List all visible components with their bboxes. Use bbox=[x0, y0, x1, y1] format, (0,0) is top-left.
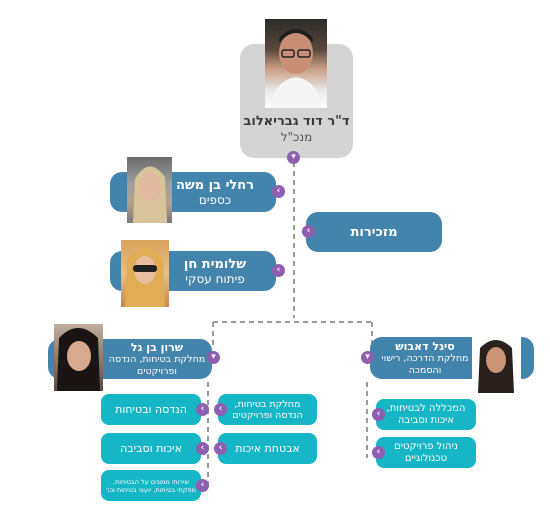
unit-safety-engineering-dept-label: מחלקת בטיחות, הנדסה ופרויקטים bbox=[232, 398, 303, 421]
dept-safety-name: שרון בן גל bbox=[130, 340, 184, 354]
unit-safety-engineering-dept[interactable]: מחלקת בטיחות, הנדסה ופרויקטים bbox=[218, 394, 317, 425]
unit-quality-environment[interactable]: איכות וסביבה bbox=[101, 433, 201, 464]
unit-college-label: המכללה לבטיחות, איכות וסביבה bbox=[386, 402, 466, 426]
unit-engineering-safety-label: הנדסה ובטיחות bbox=[115, 403, 187, 416]
unit-college[interactable]: המכללה לבטיחות, איכות וסביבה bbox=[376, 399, 476, 430]
unit-safety-services[interactable]: שירותי ממונים על הבטיחות, מפקחי בטיחות, … bbox=[101, 470, 201, 501]
dept-training-photo bbox=[472, 330, 521, 393]
unit-safety-services-label: שירותי ממונים על הבטיחות, מפקחי בטיחות, … bbox=[106, 477, 196, 494]
dept-safety-chevron-down-icon[interactable]: ▾ bbox=[207, 351, 220, 364]
unit-tech-projects-label: ניהול פרויקטים טכנולוגיים bbox=[394, 440, 458, 464]
dept-training-chevron-down-icon[interactable]: ▾ bbox=[361, 351, 374, 364]
unit-engineering-safety-chevron-left-icon[interactable]: ‹ bbox=[196, 403, 209, 416]
person-finance-role: כספים bbox=[198, 192, 232, 207]
secretariat-card[interactable]: מזכירות bbox=[306, 212, 442, 252]
person-finance-name: רחלי בן משה bbox=[175, 177, 255, 193]
unit-tech-projects[interactable]: ניהול פרויקטים טכנולוגיים bbox=[376, 437, 476, 468]
unit-quality-assurance-chevron-left-icon[interactable]: ‹ bbox=[214, 442, 227, 455]
ceo-photo bbox=[265, 19, 327, 108]
ceo-title: מנכ"ל bbox=[280, 130, 313, 144]
unit-college-chevron-left-icon[interactable]: ‹ bbox=[372, 408, 385, 421]
unit-engineering-safety[interactable]: הנדסה ובטיחות bbox=[101, 394, 201, 425]
secretariat-chevron-left-icon[interactable]: ‹ bbox=[302, 225, 315, 238]
unit-safety-engineering-dept-chevron-left-icon[interactable]: ‹ bbox=[214, 403, 227, 416]
dept-training-role: מחלקת הדרכה, רישוי והסמכה bbox=[381, 352, 469, 376]
unit-quality-environment-chevron-left-icon[interactable]: ‹ bbox=[196, 442, 209, 455]
person-bizdev-chevron-left-icon[interactable]: ‹ bbox=[272, 264, 285, 277]
person-finance-chevron-left-icon[interactable]: ‹ bbox=[272, 185, 285, 198]
unit-quality-assurance-label: אבטחת איכות bbox=[235, 442, 300, 455]
unit-quality-assurance[interactable]: אבטחת איכות bbox=[218, 433, 317, 464]
unit-tech-projects-chevron-left-icon[interactable]: ‹ bbox=[372, 446, 385, 459]
secretariat-label: מזכירות bbox=[350, 224, 398, 240]
person-bizdev-photo bbox=[121, 240, 169, 307]
dept-safety-role: מחלקת בטיחות, הנדסה ופרויקטים bbox=[108, 353, 206, 377]
dept-safety-photo bbox=[54, 324, 103, 391]
unit-quality-environment-label: איכות וסביבה bbox=[120, 442, 182, 455]
ceo-name: ד"ר דוד גבריאלוב bbox=[243, 114, 350, 129]
dept-training-name: סיגל דאבוש bbox=[395, 339, 455, 353]
ceo-chevron-down-icon[interactable]: ▾ bbox=[287, 151, 300, 164]
person-bizdev-role: פיתוח עסקי bbox=[185, 271, 245, 286]
unit-safety-services-chevron-left-icon[interactable]: ‹ bbox=[196, 479, 209, 492]
person-bizdev-name: שלומית חן bbox=[183, 256, 247, 272]
person-finance-photo bbox=[127, 157, 172, 223]
